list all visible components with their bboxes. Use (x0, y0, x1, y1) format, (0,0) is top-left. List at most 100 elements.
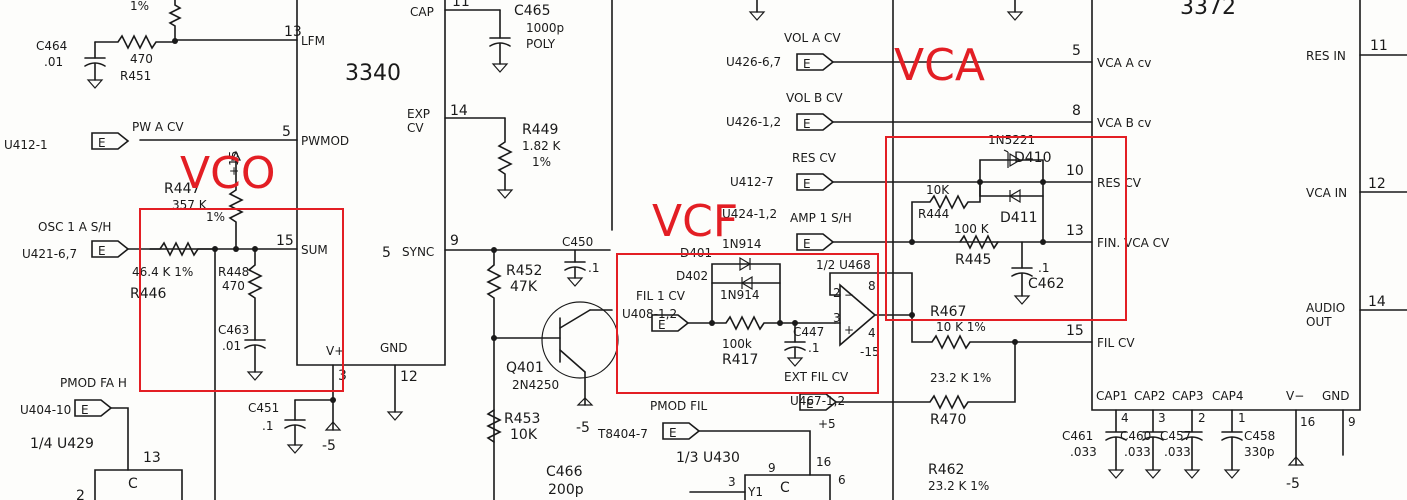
pin-num: 1 (1238, 411, 1246, 425)
r453-value: 10K (510, 427, 538, 443)
connector-ref: U412-7 (730, 175, 774, 189)
opamp-p8: 8 (868, 279, 876, 293)
pin-num: 3 (1158, 411, 1166, 425)
pin-num: 2 (1198, 411, 1206, 425)
c466-value: 200p (548, 482, 584, 498)
c458-value: 330p (1244, 445, 1275, 459)
vca-inputs: VOL A CV U426-6,7 E VOL B CV U426-1,2 E … (722, 31, 1093, 251)
vcf-label: VCF (652, 196, 738, 247)
c450-label: C450 (562, 235, 593, 249)
u430-c: C (780, 480, 790, 496)
pin-label: LFM (301, 34, 325, 48)
c458-label: C458 (1244, 429, 1275, 443)
pin-label: PWMOD (301, 134, 349, 148)
r446-label: R446 (130, 286, 167, 302)
r417-value: 100k (722, 337, 752, 351)
pin-label: CAP2 (1134, 389, 1165, 403)
pin-label: CAP (410, 5, 434, 19)
connector-signal: PMOD FIL (650, 399, 708, 413)
d410-label: D410 (1014, 150, 1052, 166)
c447-value: .1 (808, 341, 819, 355)
c460-value: .033 (1124, 445, 1151, 459)
plus15-label: +15 (227, 151, 241, 176)
r452-label: R452 (506, 263, 542, 279)
pin-label: V− (1286, 389, 1304, 403)
connector-ref: U426-1,2 (726, 115, 781, 129)
r448-value: 470 (222, 279, 245, 293)
opamp-plus: + (844, 323, 854, 337)
u429-p2: 2 (76, 488, 85, 500)
connector-e: E (98, 244, 106, 258)
pin-label: FIL CV (1097, 336, 1135, 350)
c464-value: .01 (44, 55, 63, 69)
pin-label: FIN. VCA CV (1097, 236, 1170, 250)
r453-label: R453 (504, 411, 540, 427)
opamp-p4: 4 (868, 326, 876, 340)
pin-num: 13 (284, 24, 302, 40)
connector-ref: U412-1 (4, 138, 48, 152)
u429-p13: 13 (143, 450, 161, 466)
pin-num: 9 (450, 233, 459, 249)
c461-value: .033 (1070, 445, 1097, 459)
c465-type: POLY (526, 37, 556, 51)
pin-label: GND (1322, 389, 1350, 403)
c463-label: C463 (218, 323, 249, 337)
r449-label: R449 (522, 122, 558, 138)
c462-label: C462 (1028, 276, 1065, 292)
u430-p9: 9 (768, 461, 776, 475)
ext-fil-label: EXT FIL CV (784, 370, 849, 384)
pin-num: 5 (1072, 43, 1081, 59)
connector-e: E (803, 237, 811, 251)
connector-e: E (81, 403, 89, 417)
opamp-p3: 3 (833, 311, 841, 325)
pin-num: 8 (1072, 103, 1081, 119)
u429-area: PMOD FA H U404-10 E 1/4 U429 C 13 2 (20, 376, 183, 500)
r451-label: R451 (120, 69, 151, 83)
vca-res-network: 1N5221 D410 D411 10K R444 100 K R445 .1 … (909, 133, 1065, 305)
opamp-m15: -15 (860, 345, 880, 359)
connector-ref: U424-1,2 (722, 207, 777, 221)
pin-label: V+ (326, 344, 344, 358)
connector-signal: VOL A CV (784, 31, 841, 45)
pin-num: 5 (382, 245, 391, 261)
pin-num: 11 (452, 0, 470, 10)
connector-signal: RES CV (792, 151, 837, 165)
pin-label: SYNC (402, 245, 434, 259)
pin-label: CAP4 (1212, 389, 1243, 403)
u430-p16: 16 (816, 455, 831, 469)
vca-label: VCA (894, 40, 985, 91)
pin-num: 14 (1368, 294, 1386, 310)
in914a: 1N914 (722, 237, 762, 251)
r444-value: 10K (926, 183, 950, 197)
r462-value: 23.2 K 1% (928, 479, 989, 493)
r449: R449 1.82 K 1% (496, 117, 562, 199)
pin-num: 11 (1370, 38, 1388, 54)
q401-value: 2N4250 (512, 378, 559, 392)
r470-label: R470 (930, 412, 966, 428)
r467-label: R467 (930, 304, 966, 320)
ic-3340-part: 3340 (345, 61, 401, 86)
in5221: 1N5221 (988, 133, 1035, 147)
connector-u421: OSC 1 A S/H U421-6,7 E (22, 220, 130, 261)
pin-label: CAP3 (1172, 389, 1203, 403)
c451-label: C451 (248, 401, 279, 415)
connector-e: E (669, 426, 677, 440)
connector-signal: VOL B CV (786, 91, 843, 105)
connector-e: E (803, 117, 811, 131)
c462-value: .1 (1038, 261, 1049, 275)
connector-signal: AMP 1 S/H (790, 211, 852, 225)
c451-value: .1 (262, 419, 273, 433)
pin-num: 12 (1368, 176, 1386, 192)
r445-label: R445 (955, 252, 991, 268)
d402-label: D402 (676, 269, 708, 283)
r445-value: 100 K (954, 222, 990, 236)
pin-num: 15 (276, 233, 294, 249)
u468-label: 1/2 U468 (816, 258, 871, 272)
connector-signal: FIL 1 CV (636, 289, 686, 303)
ic-3372: 3372 5 VCA A cv 8 VCA B cv 10 RES CV 13 … (1014, 0, 1407, 492)
u430-label: 1/3 U430 (676, 450, 740, 466)
pin-num: 5 (282, 124, 291, 140)
